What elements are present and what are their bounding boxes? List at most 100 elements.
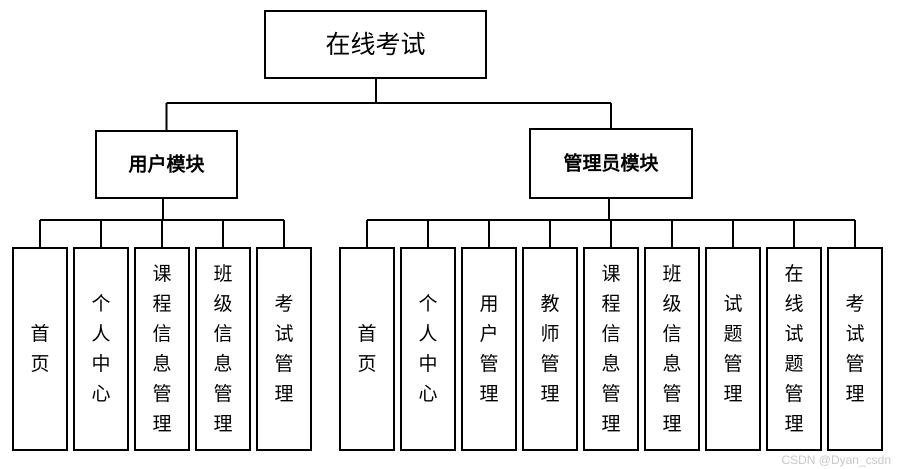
leaf-char: 理 <box>662 413 681 435</box>
leaf-box-1-4 <box>583 247 639 451</box>
leaf-char: 级 <box>662 293 681 315</box>
leaf-char: 首 <box>357 323 376 345</box>
leaf-box-0-4 <box>256 247 312 451</box>
leaf-label-1-7: 在线试题管理 <box>784 263 803 435</box>
leaf-label-1-3: 教师管理 <box>540 293 559 405</box>
leaf-char: 线 <box>784 293 803 315</box>
leaf-char: 课 <box>152 263 171 285</box>
leaf-box-0-2 <box>134 247 190 451</box>
leaf-char: 页 <box>30 353 49 375</box>
leaf-box-1-7 <box>766 247 822 451</box>
leaf-char: 理 <box>213 413 232 435</box>
leaf-char: 理 <box>274 383 293 405</box>
leaf-char: 班 <box>662 263 681 285</box>
leaf-char: 中 <box>418 353 437 375</box>
leaf-box-1-8 <box>827 247 883 451</box>
leaf-char: 人 <box>418 323 437 345</box>
leaf-label-0-3: 班级信息管理 <box>213 263 232 435</box>
group-label-1: 管理员模块 <box>563 152 659 175</box>
leaf-char: 理 <box>845 383 864 405</box>
leaf-label-0-2: 课程信息管理 <box>152 263 171 435</box>
leaf-box-1-2 <box>461 247 517 451</box>
leaf-char: 信 <box>152 323 171 345</box>
leaf-char: 考 <box>274 293 293 315</box>
leaf-char: 管 <box>213 383 232 405</box>
leaf-char: 理 <box>152 413 171 435</box>
root-label: 在线考试 <box>325 30 425 59</box>
leaf-char: 个 <box>418 293 437 315</box>
leaf-char: 题 <box>784 353 803 375</box>
connector-lines <box>39 78 856 248</box>
leaf-char: 管 <box>845 353 864 375</box>
group-box-0 <box>95 130 238 199</box>
leaf-char: 管 <box>601 383 620 405</box>
leaf-char: 级 <box>213 293 232 315</box>
leaf-char: 管 <box>723 353 742 375</box>
leaf-char: 课 <box>601 263 620 285</box>
leaf-char: 信 <box>662 323 681 345</box>
leaf-label-1-2: 用户管理 <box>479 293 498 405</box>
leaf-box-0-3 <box>195 247 251 451</box>
leaf-label-1-8: 考试管理 <box>845 293 864 405</box>
leaf-char: 理 <box>540 383 559 405</box>
group-label-0: 用户模块 <box>128 153 205 176</box>
leaf-box-1-3 <box>522 247 578 451</box>
leaf-char: 管 <box>784 383 803 405</box>
leaf-char: 管 <box>662 383 681 405</box>
leaf-char: 理 <box>601 413 620 435</box>
leaf-label-0-4: 考试管理 <box>274 293 293 405</box>
leaf-char: 信 <box>601 323 620 345</box>
watermark: CSDN @Dyan_csdn <box>781 453 891 467</box>
leaf-char: 人 <box>91 323 110 345</box>
leaf-box-1-1 <box>400 247 456 451</box>
leaf-char: 试 <box>845 323 864 345</box>
leaf-box-1-6 <box>705 247 761 451</box>
leaf-char: 在 <box>784 263 803 285</box>
leaf-char: 试 <box>274 323 293 345</box>
leaf-label-1-0: 首页 <box>357 323 376 375</box>
leaf-char: 题 <box>723 323 742 345</box>
leaf-box-0-0 <box>12 247 68 451</box>
leaf-char: 息 <box>601 353 620 375</box>
leaf-char: 班 <box>213 263 232 285</box>
leaf-char: 师 <box>540 323 559 345</box>
leaf-box-1-0 <box>339 247 395 451</box>
leaf-char: 页 <box>357 353 376 375</box>
leaf-char: 试 <box>723 293 742 315</box>
leaf-label-1-4: 课程信息管理 <box>601 263 620 435</box>
leaf-char: 首 <box>30 323 49 345</box>
leaf-char: 程 <box>601 293 620 315</box>
leaf-char: 理 <box>479 383 498 405</box>
leaf-box-1-5 <box>644 247 700 451</box>
leaf-char: 教 <box>540 293 559 315</box>
leaf-char: 理 <box>784 413 803 435</box>
leaf-char: 试 <box>784 323 803 345</box>
leaf-char: 心 <box>418 383 437 405</box>
leaf-char: 中 <box>91 353 110 375</box>
leaf-char: 管 <box>274 353 293 375</box>
leaf-label-0-1: 个人中心 <box>91 293 110 405</box>
leaf-char: 息 <box>152 353 171 375</box>
leaf-char: 信 <box>213 323 232 345</box>
leaf-char: 息 <box>213 353 232 375</box>
leaf-char: 户 <box>479 323 498 345</box>
leaf-char: 个 <box>91 293 110 315</box>
leaf-char: 息 <box>662 353 681 375</box>
leaf-char: 考 <box>845 293 864 315</box>
leaf-char: 理 <box>723 383 742 405</box>
leaf-char: 用 <box>479 293 498 315</box>
leaf-label-0-0: 首页 <box>30 323 49 375</box>
leaf-char: 管 <box>540 353 559 375</box>
leaf-char: 管 <box>152 383 171 405</box>
leaf-char: 心 <box>91 383 110 405</box>
group-box-1 <box>529 128 693 199</box>
leaf-label-1-5: 班级信息管理 <box>662 263 681 435</box>
root-box <box>264 10 487 79</box>
leaf-char: 程 <box>152 293 171 315</box>
leaf-label-1-6: 试题管理 <box>723 293 742 405</box>
leaf-char: 管 <box>479 353 498 375</box>
leaf-box-0-1 <box>73 247 129 451</box>
leaf-label-1-1: 个人中心 <box>418 293 437 405</box>
diagram-boxes: 在线考试用户模块首页个人中心课程信息管理班级信息管理考试管理管理员模块首页个人中… <box>12 10 883 451</box>
